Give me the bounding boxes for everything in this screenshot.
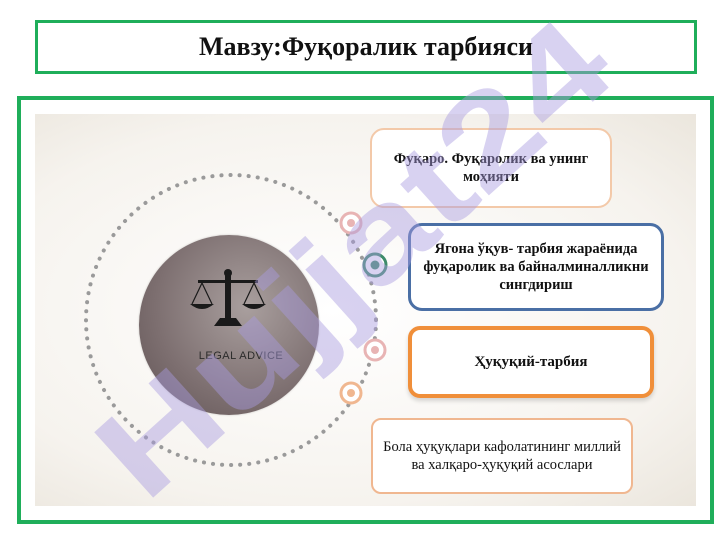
dotted-ring-decoration (84, 173, 378, 467)
connector-bullets (339, 211, 388, 405)
content-frame: LEGAL ADVICE Фуқаро. Фуқаролик ва унинг … (17, 96, 714, 524)
topic-label-4: Бола ҳуқуқлари кафолатининг миллий ва ха… (383, 438, 621, 473)
topic-label-2: Ягона ўқув- тарбия жараёнида фуқаролик в… (423, 240, 649, 294)
image-caption: LEGAL ADVICE (198, 350, 284, 362)
topic-label-1: Фуқаро. Фуқаролик ва унинг моҳияти (393, 150, 589, 185)
page-title: Мавзу:Фуқоралик тарбияси (199, 32, 533, 61)
topic-label-3: Ҳуқуқий-тарбия (474, 353, 588, 370)
topic-box-2[interactable]: Ягона ўқув- тарбия жараёнида фуқаролик в… (408, 223, 664, 311)
topic-box-4[interactable]: Бола ҳуқуқлари кафолатининг миллий ва ха… (371, 418, 633, 494)
topic-box-1[interactable]: Фуқаро. Фуқаролик ва унинг моҳияти (370, 128, 612, 208)
scales-icon (190, 269, 266, 326)
topic-box-3[interactable]: Ҳуқуқий-тарбия (408, 326, 654, 398)
title-box: Мавзу:Фуқоралик тарбияси (35, 20, 697, 74)
